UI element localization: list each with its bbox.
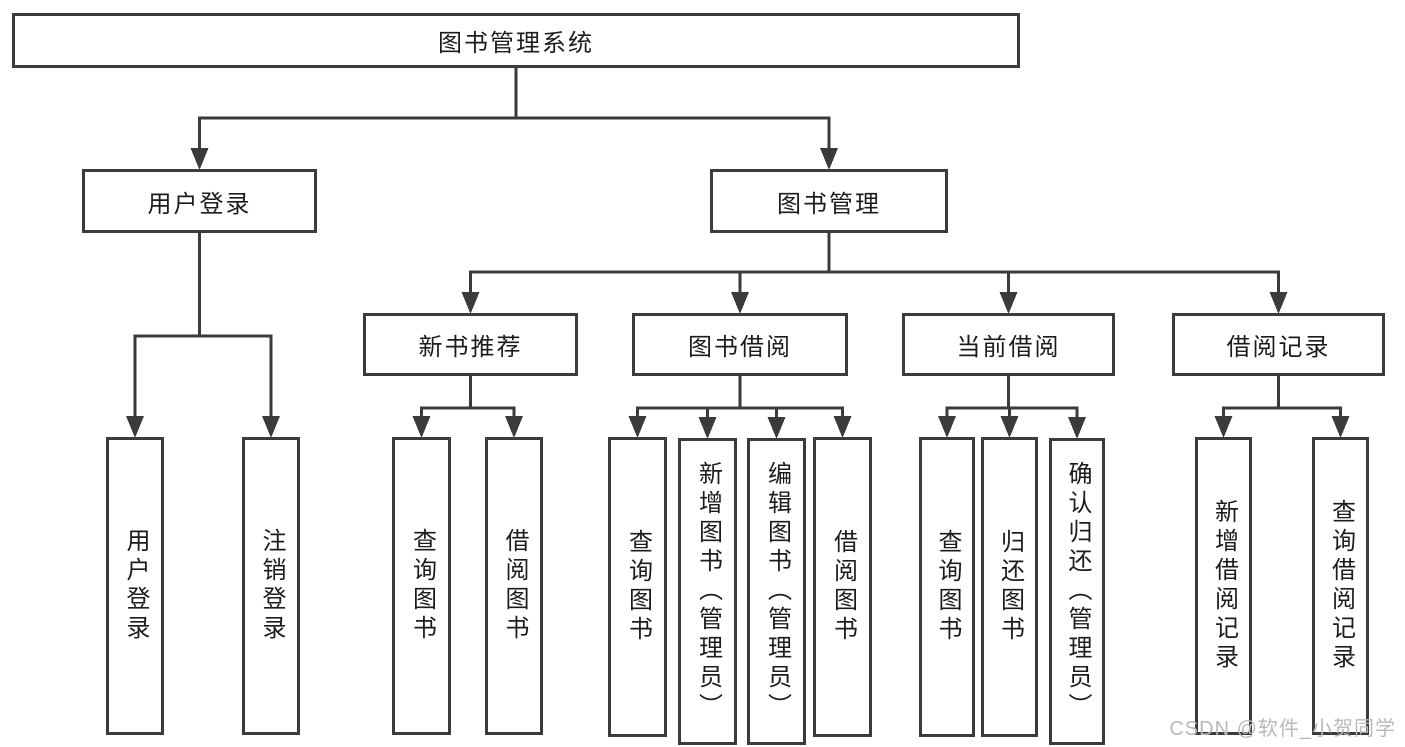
node-label: 归还图书 [996, 529, 1024, 645]
node-label: 确认归还（管理员） [1064, 461, 1091, 722]
node-leaf-bb-add: 新增图书（管理员） [678, 438, 737, 745]
node-leaf-nb-borrow: 借阅图书 [485, 437, 543, 735]
node-label: 查询借阅记录 [1327, 499, 1355, 673]
node-label: 用户登录 [122, 528, 149, 644]
arrowhead-icon [698, 417, 717, 439]
arrowhead-icon [1331, 416, 1350, 438]
node-user-login: 用户登录 [82, 169, 317, 233]
node-label: 用户登录 [147, 190, 252, 218]
node-current-borrow: 当前借阅 [902, 313, 1115, 376]
node-label: 查询图书 [408, 528, 436, 644]
node-label: 当前借阅 [956, 334, 1061, 361]
arrowhead-icon [412, 416, 431, 438]
node-label: 借阅记录 [1226, 334, 1331, 361]
node-leaf-br-add: 新增借阅记录 [1195, 437, 1252, 735]
node-leaf-cb-return: 归还图书 [981, 437, 1038, 737]
node-label: 新增借阅记录 [1210, 499, 1238, 673]
node-label: 图书借阅 [688, 334, 792, 361]
arrowhead-icon [938, 416, 956, 438]
node-leaf-bb-edit: 编辑图书（管理员） [747, 438, 806, 745]
arrowhead-icon [126, 416, 144, 438]
node-root: 图书管理系统 [12, 13, 1020, 68]
node-label: 图书管理 [777, 190, 881, 218]
arrowhead-icon [505, 416, 523, 438]
node-book-mgmt: 图书管理 [710, 169, 948, 233]
arrowhead-icon [820, 148, 838, 170]
arrowhead-icon [190, 148, 209, 170]
node-borrow-records: 借阅记录 [1172, 313, 1385, 376]
node-label: 借阅图书 [829, 529, 857, 645]
node-leaf-logout: 注销登录 [242, 437, 300, 735]
arrowhead-icon [1000, 416, 1019, 438]
node-label: 注销登录 [258, 528, 285, 644]
arrowhead-icon [1214, 416, 1233, 438]
node-leaf-cb-query: 查询图书 [919, 437, 975, 737]
node-leaf-cb-confirm: 确认归还（管理员） [1049, 438, 1105, 745]
arrowhead-icon [999, 292, 1018, 314]
node-label: 新增图书（管理员） [694, 461, 722, 722]
node-leaf-bb-query: 查询图书 [608, 437, 667, 737]
node-label: 借阅图书 [501, 528, 528, 644]
node-label: 查询图书 [934, 529, 961, 645]
arrowhead-icon [262, 416, 280, 438]
node-leaf-br-query: 查询借阅记录 [1312, 437, 1369, 735]
node-new-book: 新书推荐 [363, 313, 578, 376]
node-label: 新书推荐 [418, 334, 523, 361]
arrowhead-icon [461, 292, 480, 314]
arrowhead-icon [767, 417, 786, 439]
node-leaf-bb-borrow: 借阅图书 [813, 437, 872, 737]
arrowhead-icon [1068, 417, 1086, 439]
node-book-borrow: 图书借阅 [632, 313, 848, 376]
node-label: 编辑图书（管理员） [763, 461, 791, 722]
arrowhead-icon [628, 416, 647, 438]
arrowhead-icon [731, 292, 749, 314]
arrowhead-icon [833, 416, 852, 438]
node-leaf-login: 用户登录 [106, 437, 164, 735]
node-leaf-nb-query: 查询图书 [392, 437, 451, 735]
arrowhead-icon [1269, 292, 1288, 314]
node-label: 图书管理系统 [438, 30, 594, 57]
node-label: 查询图书 [624, 529, 652, 645]
